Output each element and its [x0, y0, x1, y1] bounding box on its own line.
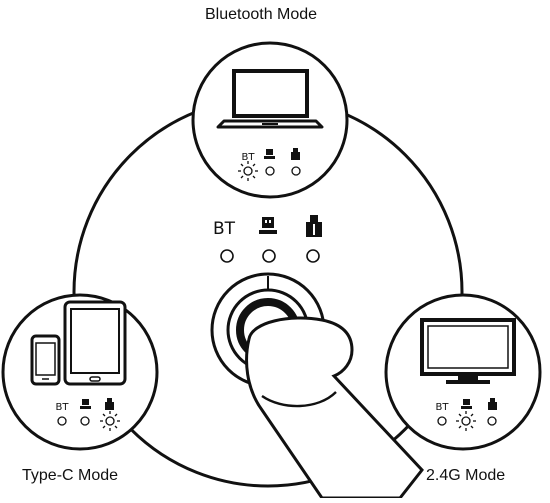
- tablet-icon: [63, 300, 127, 386]
- bt-badge-usb-icon: [264, 149, 275, 159]
- g24-mode-caption: 2.4G Mode: [426, 467, 506, 484]
- typec-badge-bt-label: BT: [56, 402, 70, 413]
- center-led-24g: [306, 249, 320, 263]
- g24-badge-bt-label: BT: [436, 402, 450, 413]
- finger-icon: [245, 316, 424, 500]
- typec-badge-led-usb: [80, 416, 90, 426]
- fingernail-line: [261, 391, 337, 408]
- center-led-bt: [220, 249, 234, 263]
- bt-badge-receiver-icon: [291, 148, 300, 160]
- center-receiver-icon: [306, 215, 322, 237]
- bluetooth-mode-caption: Bluetooth Mode: [205, 6, 318, 23]
- center-bt-label: BT: [213, 219, 236, 239]
- g24-badge-led-bt: [437, 416, 447, 426]
- bt-badge-led-24g: [291, 166, 301, 176]
- g24-badge-led-lit-icon: [456, 411, 476, 431]
- g24-badge-led-24g: [487, 416, 497, 426]
- center-usb-dongle-icon: [259, 217, 277, 234]
- g24-badge-receiver-icon: [488, 398, 497, 410]
- typec-badge-led-lit-icon: [100, 411, 120, 431]
- bt-badge-bt-label: BT: [242, 152, 256, 163]
- bt-badge-led-lit-icon: [238, 161, 258, 181]
- g24-badge-usb-icon: [461, 399, 472, 409]
- laptop-icon: [216, 69, 324, 129]
- typec-badge-led-bt: [57, 416, 67, 426]
- typec-badge-usb-icon: [80, 399, 91, 409]
- typec-badge-receiver-icon: [105, 398, 114, 410]
- phone-icon: [30, 334, 61, 386]
- monitor-icon: [420, 318, 516, 384]
- bt-badge-led-usb: [265, 166, 275, 176]
- center-led-usb: [262, 249, 276, 263]
- type-c-mode-caption: Type-C Mode: [22, 467, 119, 484]
